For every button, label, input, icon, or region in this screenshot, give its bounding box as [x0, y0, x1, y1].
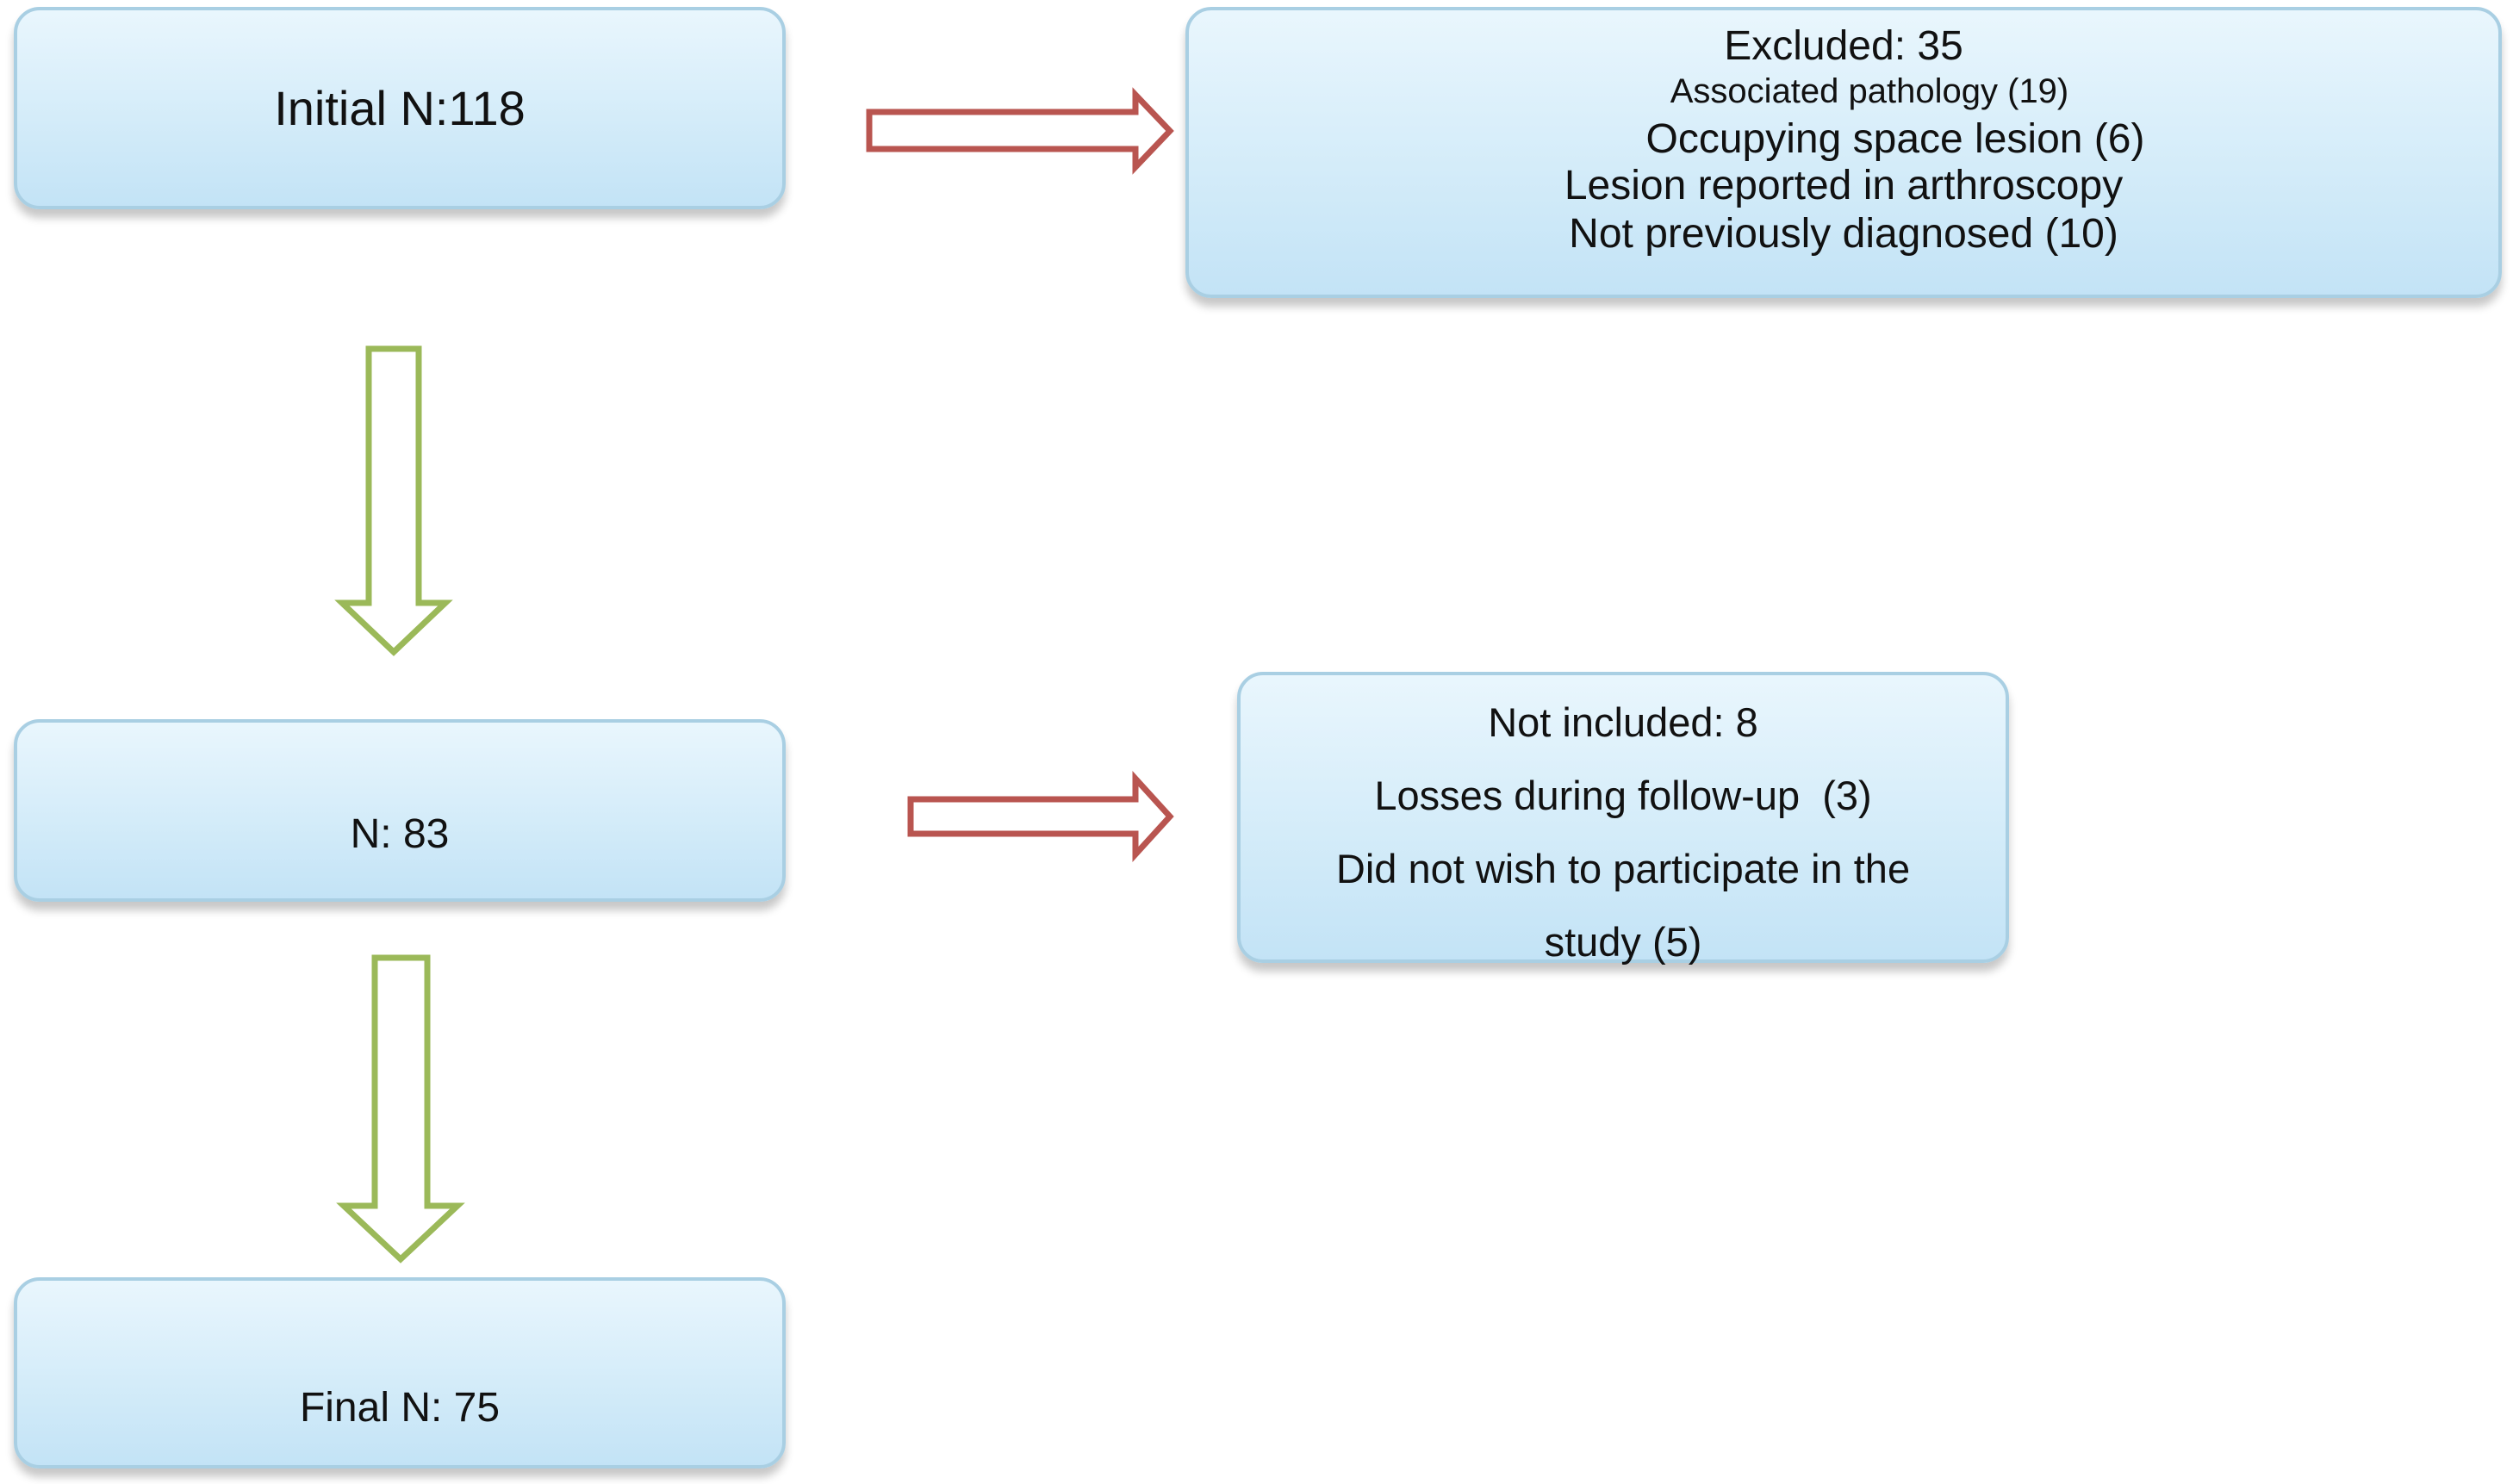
not-included-title: Not included: 8 — [1488, 699, 1758, 745]
right-arrow-1 — [866, 87, 1174, 175]
not-included-reason: Losses during follow-up (3) — [1374, 773, 1872, 818]
not-included-box: Not included: 8 Losses during follow-up … — [1237, 672, 2009, 965]
right-arrow-2 — [907, 770, 1174, 863]
not-included-reason: Did not wish to participate in the — [1335, 846, 1911, 891]
final-count-box: Final N: 75 — [14, 1277, 786, 1468]
excluded-box: Excluded: 35 Associated pathology (19) O… — [1185, 7, 2502, 298]
final-count-label: Final N: 75 — [299, 1385, 501, 1431]
excluded-reason: Not previously diagnosed (10) — [1569, 211, 2118, 257]
not-included-reason: study (5) — [1544, 919, 1702, 965]
down-arrow-2 — [336, 954, 465, 1264]
initial-count-label: Initial N:118 — [274, 80, 526, 135]
excluded-reason: Associated pathology (19) — [1670, 72, 2069, 110]
down-arrow-1 — [334, 345, 453, 656]
initial-count-box: Initial N:118 — [14, 7, 786, 209]
excluded-title: Excluded: 35 — [1724, 23, 1963, 69]
intermediate-count-box: N: 83 — [14, 719, 786, 902]
excluded-reason: Occupying space lesion (6) — [1645, 116, 2145, 162]
intermediate-count-label: N: 83 — [350, 811, 450, 857]
excluded-reason: Lesion reported in arthroscopy — [1564, 163, 2124, 208]
